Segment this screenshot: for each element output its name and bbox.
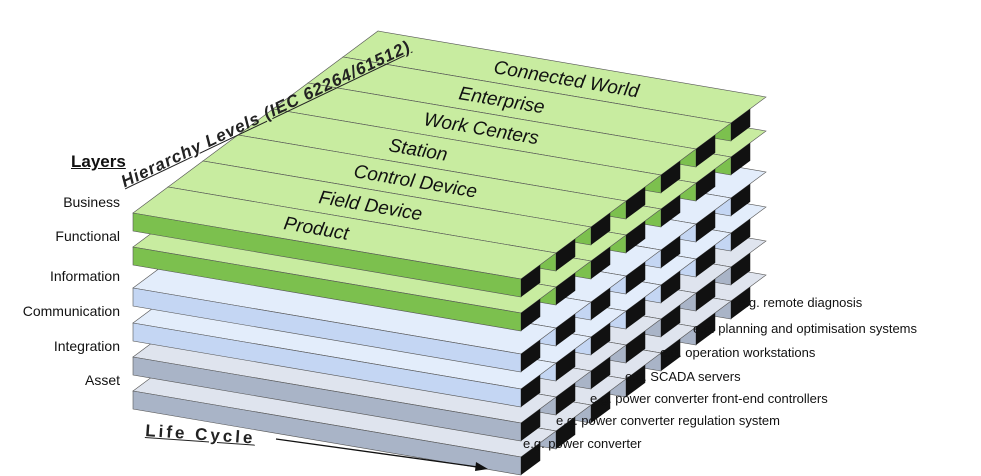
- slab-end-r0-l3: [521, 374, 541, 407]
- example-remote-diagnosis: e.g. remote diagnosis: [738, 295, 863, 310]
- slab-end-r4-l0: [661, 160, 681, 193]
- layer-label-communication: Communication: [22, 303, 120, 319]
- slab-end-r5-l0: [696, 134, 716, 167]
- slab-end-r1-l4: [556, 382, 576, 415]
- slab-end-r1-l1: [556, 272, 576, 305]
- lifecycle-arrowhead: [475, 462, 488, 471]
- layer-label-asset: Asset: [84, 372, 120, 388]
- slab-end-r3-l0: [626, 186, 646, 219]
- slab-end-r5-l5: [696, 312, 716, 345]
- example-scada-servers: e.g. SCADA servers: [625, 369, 741, 384]
- slab-end-r3-l3: [626, 296, 646, 329]
- slab-end-r1-l2: [556, 313, 576, 346]
- slab-end-r3-l1: [626, 220, 646, 253]
- example-front-end-controllers: e.g. power converter front-end controlle…: [590, 391, 828, 406]
- slab-end-r6-l1: [731, 142, 751, 175]
- slab-end-r5-l1: [696, 168, 716, 201]
- example-regulation-system: e.g. power converter regulation system: [556, 413, 780, 428]
- example-power-converter: e.g. power converter: [523, 436, 642, 451]
- slab-end-r4-l4: [661, 304, 681, 337]
- slab-end-r6-l0: [731, 108, 751, 141]
- slab-end-r4-l1: [661, 194, 681, 227]
- slab-end-r0-l5: [521, 442, 541, 475]
- layer-label-information: Information: [49, 268, 120, 284]
- slab-end-r4-l2: [661, 235, 681, 268]
- slab-end-r0-l2: [521, 339, 541, 372]
- slab-end-r4-l5: [661, 338, 681, 371]
- slab-end-r3-l2: [626, 261, 646, 294]
- slab-end-r0-l0: [521, 264, 541, 297]
- example-operation-workstations: e.g. operation workstations: [660, 345, 816, 360]
- slab-end-r6-l3: [731, 218, 751, 251]
- slab-end-r1-l3: [556, 348, 576, 381]
- layer-label-integration: Integration: [53, 338, 120, 354]
- slab-end-r4-l3: [661, 270, 681, 303]
- slab-end-r0-l4: [521, 408, 541, 441]
- slab-end-r5-l3: [696, 244, 716, 277]
- slab-end-r0-l1: [521, 298, 541, 331]
- slab-end-r6-l4: [731, 252, 751, 285]
- example-planning-optimisation: e.g. planning and optimisation systems: [693, 321, 918, 336]
- slab-end-r6-l5: [731, 286, 751, 319]
- layer-label-business: Business: [63, 194, 120, 210]
- slab-end-r2-l2: [591, 287, 611, 320]
- slab-end-r1-l5: [556, 416, 576, 449]
- slab-end-r3-l5: [626, 364, 646, 397]
- slab-end-r2-l1: [591, 246, 611, 279]
- slab-end-r2-l3: [591, 322, 611, 355]
- slab-end-r3-l4: [626, 330, 646, 363]
- layers-axis-title: Layers: [71, 152, 126, 171]
- slab-end-r2-l4: [591, 356, 611, 389]
- slab-end-r2-l0: [591, 212, 611, 245]
- slab-end-r5-l4: [696, 278, 716, 311]
- slab-end-r5-l2: [696, 209, 716, 242]
- slab-end-r2-l5: [591, 390, 611, 423]
- lifecycle-arrow-line: [275, 438, 479, 468]
- layer-label-functional: Functional: [55, 228, 120, 244]
- slab-end-r1-l0: [556, 238, 576, 271]
- slab-end-r6-l2: [731, 183, 751, 216]
